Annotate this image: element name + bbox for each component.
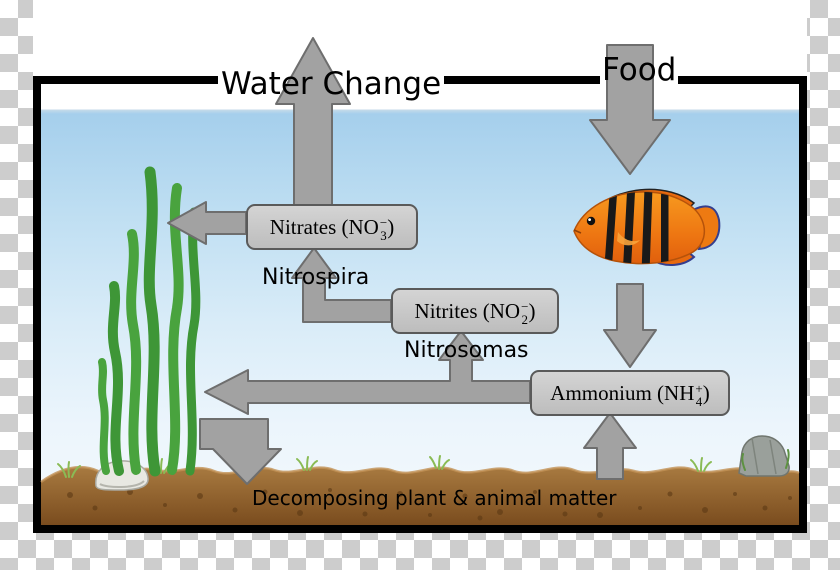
decomposing-matter-label: Decomposing plant & animal matter — [252, 486, 617, 510]
ammonium-superscript: + — [695, 381, 703, 396]
nitrates-label-text: Nitrates (NO — [269, 214, 379, 239]
nitrites-formula-stack: −2 — [521, 300, 528, 326]
nitrates-formula-stack: −3 — [380, 216, 387, 242]
nitrates-superscript: − — [379, 215, 388, 230]
nitrites-label-close: ) — [528, 298, 536, 323]
nitrites-superscript: − — [521, 299, 529, 314]
tank-top-border-left — [33, 76, 218, 84]
nitrates-label-close: ) — [387, 214, 395, 239]
ammonium-label-text: Ammonium (NH — [550, 380, 695, 405]
aquarium-tank — [33, 76, 807, 533]
nitrites-subscript: 2 — [521, 312, 529, 327]
nitrites-box: Nitrites (NO−2) — [391, 288, 559, 334]
tank-top-border-middle — [444, 76, 600, 84]
nitrosomas-label: Nitrosomas — [404, 338, 529, 363]
ammonium-box: Ammonium (NH+4) — [530, 370, 730, 416]
ammonium-formula-stack: +4 — [695, 382, 702, 408]
nitrospira-label: Nitrospira — [262, 265, 370, 290]
food-label: Food — [602, 52, 677, 88]
water-change-label: Water Change — [221, 66, 442, 102]
nitrates-box: Nitrates (NO−3) — [246, 204, 418, 250]
ammonium-label-close: ) — [702, 380, 710, 405]
nitrites-label-text: Nitrites (NO — [414, 298, 521, 323]
nitrates-subscript: 3 — [380, 228, 387, 243]
tank-top-border-right — [678, 76, 807, 84]
ammonium-subscript: 4 — [695, 394, 703, 409]
